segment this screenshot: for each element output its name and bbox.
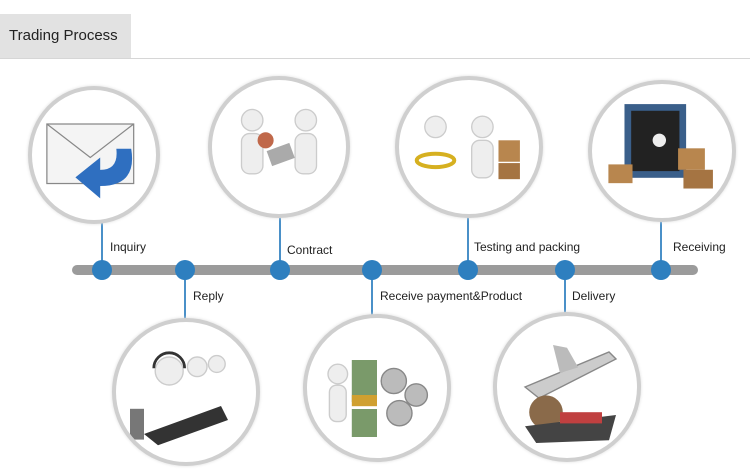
- connector-line: [660, 218, 662, 262]
- timeline-node-testing: [458, 260, 478, 280]
- divider: [0, 58, 750, 59]
- step-label-testing: Testing and packing: [474, 240, 581, 254]
- connector-line: [564, 278, 566, 316]
- timeline-node-contract: [270, 260, 290, 280]
- connector-line: [279, 212, 281, 262]
- tab-trading-process[interactable]: Trading Process: [0, 14, 131, 58]
- step-label-inquiry: Inquiry: [110, 240, 147, 254]
- envelope-reply-icon: [28, 86, 160, 224]
- timeline-node-receiving: [651, 260, 671, 280]
- handshake-contract-icon: [208, 76, 350, 218]
- timeline-node-reply: [175, 260, 195, 280]
- step-label-payment: Receive payment&Product: [380, 289, 523, 303]
- inspection-packing-icon: [395, 76, 543, 218]
- money-gears-icon: [303, 314, 451, 462]
- page-title: Trading Process: [9, 27, 118, 44]
- step-label-reply: Reply: [193, 289, 224, 303]
- connector-line: [101, 222, 103, 262]
- connector-line: [371, 278, 373, 316]
- timeline-bar: [72, 265, 698, 275]
- connector-line: [184, 278, 186, 320]
- timeline-node-inquiry: [92, 260, 112, 280]
- step-label-delivery: Delivery: [572, 289, 616, 303]
- timeline-node-payment: [362, 260, 382, 280]
- step-label-receiving: Receiving: [673, 240, 726, 254]
- airplane-ship-icon: [493, 312, 641, 462]
- connector-line: [467, 212, 469, 262]
- step-label-contract: Contract: [287, 243, 333, 257]
- timeline-node-delivery: [555, 260, 575, 280]
- container-boxes-icon: [588, 80, 736, 222]
- call-center-icon: [112, 318, 260, 466]
